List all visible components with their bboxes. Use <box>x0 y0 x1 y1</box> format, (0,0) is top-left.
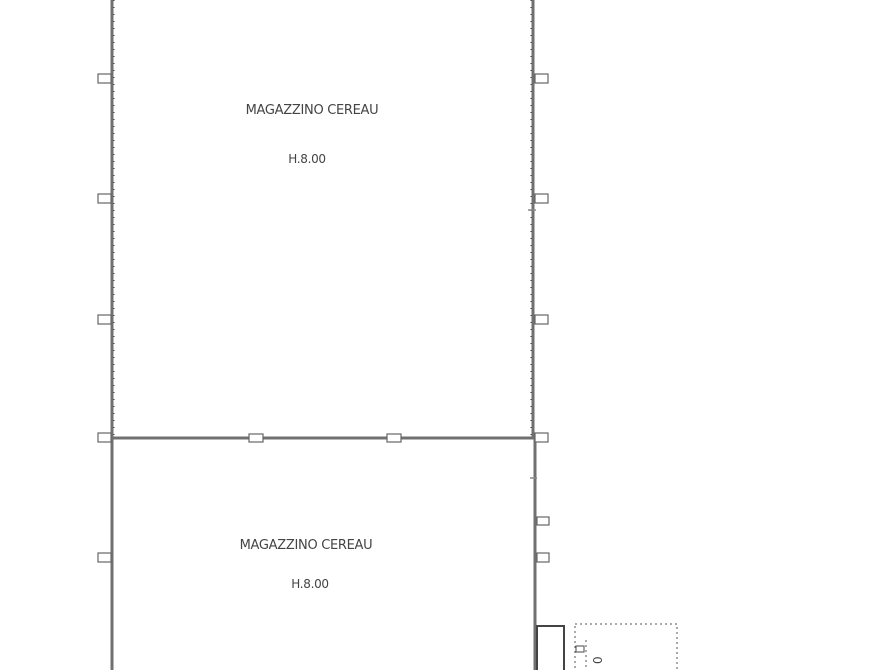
column-post <box>536 552 550 563</box>
annex-wall <box>536 625 565 670</box>
column-post <box>97 73 112 84</box>
column-post <box>536 516 550 526</box>
room-name-upper: MAGAZZINO CEREAU <box>246 103 379 118</box>
column-post <box>534 432 549 443</box>
room-height-lower: H.8.00 <box>291 577 329 591</box>
column-post <box>97 314 112 325</box>
column-post <box>534 314 549 325</box>
column-post <box>386 433 402 443</box>
room-height-upper: H.8.00 <box>288 152 326 166</box>
column-post <box>534 73 549 84</box>
annex-label: 0 <box>591 657 605 664</box>
column-post <box>534 193 549 204</box>
annex-dashed-area <box>574 623 678 670</box>
annex-marker <box>575 645 585 653</box>
column-post <box>97 432 112 443</box>
room-name-lower: MAGAZZINO CEREAU <box>240 538 373 553</box>
column-post <box>97 193 112 204</box>
column-post <box>97 552 112 563</box>
column-post <box>248 433 264 443</box>
